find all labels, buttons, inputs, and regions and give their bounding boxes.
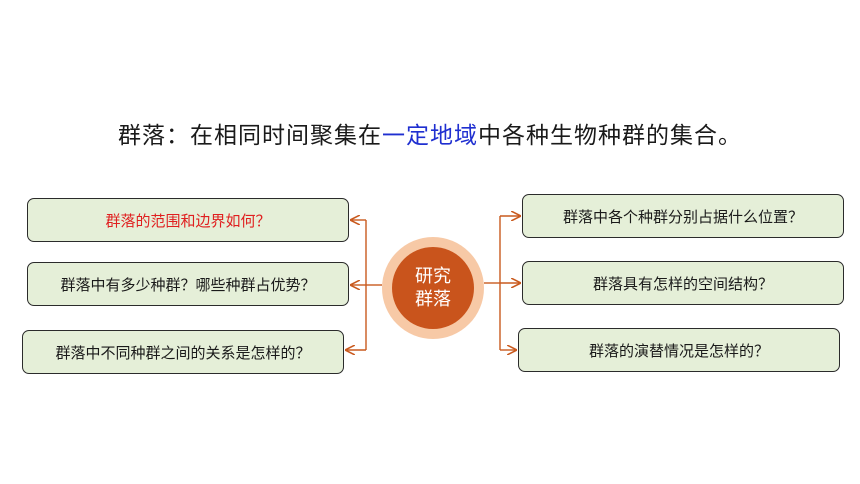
- question-text: 群落中各个种群分别占据什么位置？: [562, 207, 803, 226]
- definition-title: 群落：在相同时间聚集在一定地域中各种生物种群的集合。: [0, 116, 860, 150]
- question-text: 群落具有怎样的空间结构？: [592, 274, 773, 293]
- question-box-interspecies-relations: 群落中不同种群之间的关系是怎样的？: [22, 330, 344, 374]
- center-node: 研究 群落: [392, 247, 474, 329]
- question-text: 群落中有多少种群？哪些种群占优势？: [60, 275, 316, 294]
- question-box-succession: 群落的演替情况是怎样的？: [518, 328, 840, 372]
- question-box-niche-position: 群落中各个种群分别占据什么位置？: [522, 194, 844, 238]
- center-label-line1: 研究: [415, 266, 451, 287]
- question-text: 群落的范围和边界如何？: [105, 211, 271, 230]
- title-highlight: 一定地域: [382, 123, 478, 149]
- center-label-line2: 群落: [415, 289, 451, 310]
- question-box-range-boundary: 群落的范围和边界如何？: [27, 198, 349, 242]
- question-text: 群落中不同种群之间的关系是怎样的？: [55, 343, 311, 362]
- title-prefix: 群落：在相同时间聚集在: [118, 123, 382, 149]
- question-text: 群落的演替情况是怎样的？: [588, 341, 769, 360]
- question-box-spatial-structure: 群落具有怎样的空间结构？: [522, 261, 844, 305]
- title-suffix: 中各种生物种群的集合。: [478, 123, 742, 149]
- question-box-species-dominance: 群落中有多少种群？哪些种群占优势？: [27, 262, 349, 306]
